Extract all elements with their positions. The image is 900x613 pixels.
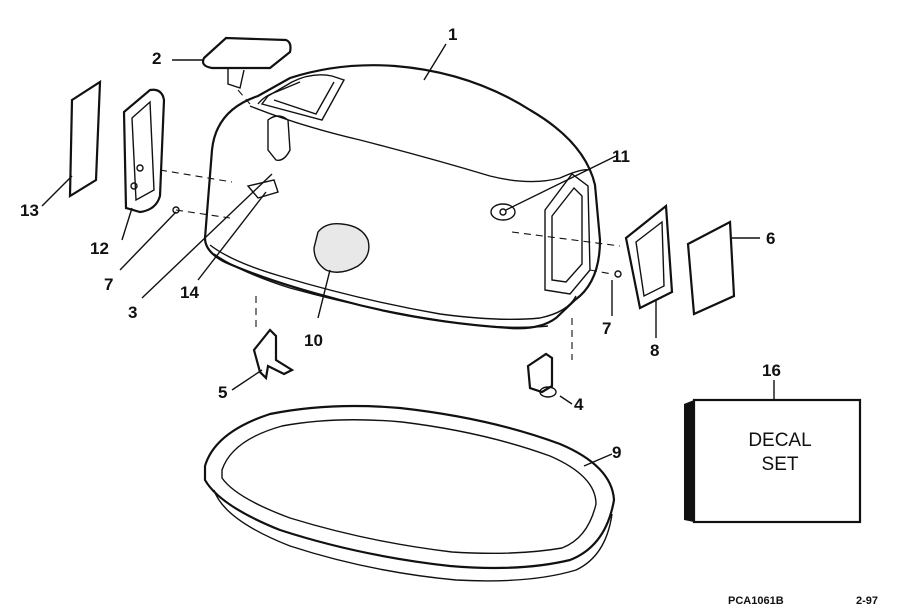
callout-1: 1 [448,25,457,44]
bracket-14 [246,179,279,199]
side-plate [122,88,166,214]
callout-4: 4 [574,395,584,414]
callout-10: 10 [304,331,323,350]
callout-14: 14 [180,283,199,302]
callout-6: 6 [766,229,775,248]
callout-8: 8 [650,341,659,360]
callout-7-right: 7 [602,319,611,338]
decal-label-line1: DECAL [748,430,811,451]
latch-handle [201,36,292,105]
callout-12: 12 [90,239,109,258]
window-frame [624,203,674,310]
callout-3: 3 [128,303,137,322]
figure-date: 2-97 [856,595,878,607]
decal-label-line2: SET [762,454,799,475]
callout-5: 5 [218,383,227,402]
engine-cover [203,64,602,330]
decal-set-box: DECAL SET [684,398,862,524]
callout-9: 9 [612,443,621,462]
callout-11: 11 [612,147,630,166]
callout-16: 16 [762,361,781,380]
callout-13: 13 [20,201,39,220]
callout-7-left: 7 [104,275,113,294]
gasket-right [686,220,736,316]
seal-ring [203,404,616,582]
gasket-left [68,79,102,198]
callout-2: 2 [152,49,161,68]
screw-right [614,270,622,278]
bracket-5 [252,328,295,381]
bracket-4 [526,352,557,398]
figure-code: PCA1061B [728,595,784,607]
